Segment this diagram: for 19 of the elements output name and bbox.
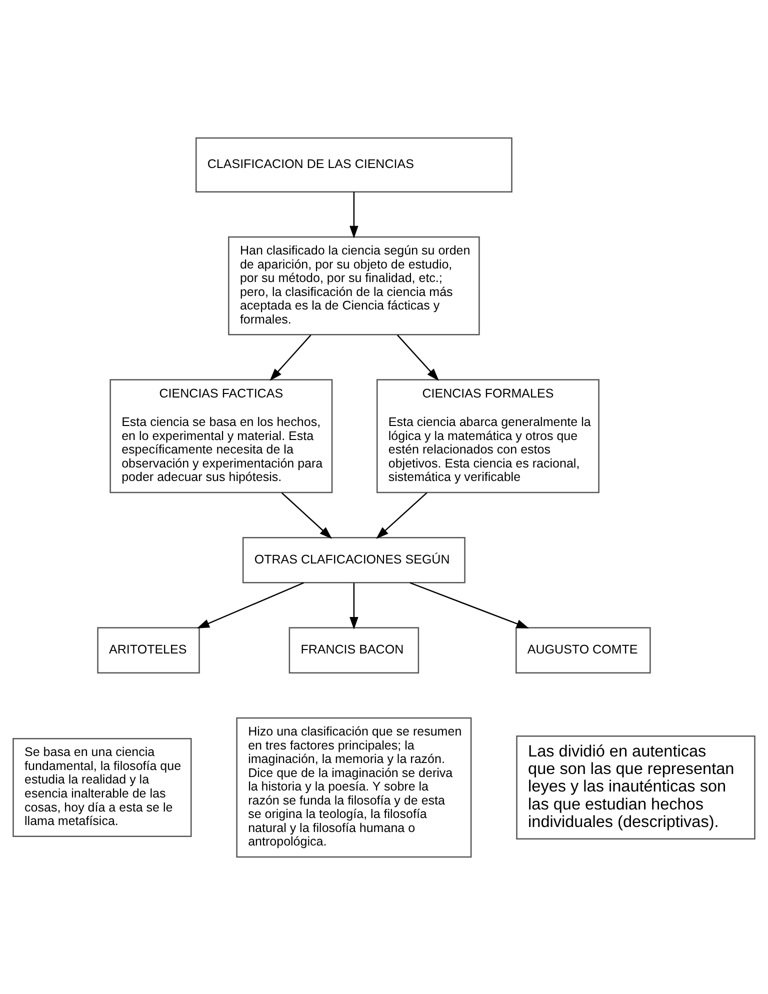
node-box: Se basa en una ciencia fundamental, la filosofía que estudia la realidad y la esencia inalterable de las cosas, hoy día a esta se le llama metafísica. — [12, 738, 192, 836]
arrow — [376, 492, 428, 538]
node-box: FRANCIS BACON — [288, 626, 420, 673]
node-box: Las dividió en autenticas que son las que representan leyes y las inauténticas son las que estudian hechos individuales (descriptivas). — [516, 734, 756, 839]
arrow — [350, 582, 358, 630]
arrow — [196, 582, 304, 628]
node-box: Hizo una clasificación que se resumen en tres factores principales; la imaginación, la memoria y la razón. Dice que de la imaginación se deriva la historia y la poesía. Y sobre la razón se funda la filosofía y de esta se origina la teología, la filosofía natural y la filosofía humana o antropológica. — [236, 716, 472, 858]
arrow — [410, 582, 530, 628]
arrow — [350, 191, 358, 238]
node-box: Han clasificado la ciencia según su orden de aparición, por su objeto de estudio, por su método, por su finalidad, etc.; pero, la clasificación de la ciencia más aceptada es la de Ciencia fácticas y formales. — [228, 236, 480, 335]
node-box: CLASIFICACION DE LAS CIENCIAS — [195, 136, 512, 192]
node-box: AUGUSTO COMTE — [516, 626, 651, 673]
arrow — [270, 334, 312, 380]
node-box: OTRAS CLAFICACIONES SEGÚN — [242, 536, 466, 583]
node-box: CIENCIAS FORMALES Esta ciencia abarca generalmente la lógica y la matemática y otros que estén relacionados con estos objetivos. Esta ciencia es racional, sistemática y verificable — [376, 378, 600, 493]
arrow — [281, 492, 332, 538]
arrow — [397, 334, 439, 380]
node-box: ARITOTELES — [97, 626, 200, 673]
node-box: CIENCIAS FACTICAS Esta ciencia se basa en los hechos, en lo experimental y material. Esta específicamente necesita de la observación y experimentación para poder adecuar sus hipótesis. — [110, 378, 333, 493]
